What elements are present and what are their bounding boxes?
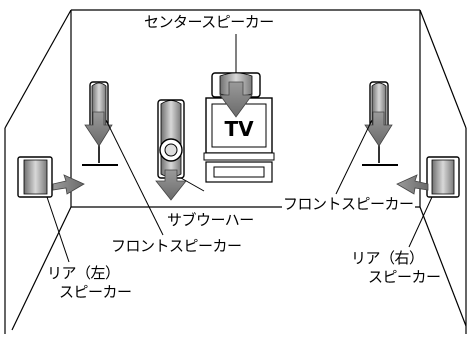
tv-label: TV bbox=[224, 117, 254, 141]
leader-front-right bbox=[335, 119, 373, 195]
rear-right-label-line1: リア（右） bbox=[350, 249, 425, 267]
rear-left-speaker bbox=[17, 156, 53, 198]
subwoofer bbox=[157, 99, 185, 179]
sound-direction-arrow-icon bbox=[52, 174, 85, 195]
ceiling-left-edge bbox=[4, 9, 72, 129]
front-right-speaker-label: フロントスピーカー bbox=[282, 195, 415, 213]
tv-base bbox=[203, 152, 275, 161]
sound-direction-arrow-icon bbox=[84, 111, 113, 147]
sound-direction-arrow-icon bbox=[219, 81, 253, 118]
rear-right-label-line2: スピーカー bbox=[367, 268, 442, 286]
room-outline bbox=[4, 9, 467, 334]
rear-left-label-line2: スピーカー bbox=[58, 283, 133, 301]
tv-stand-shelf bbox=[213, 166, 265, 178]
ceiling-right-edge bbox=[419, 9, 467, 129]
sound-direction-arrow-icon bbox=[155, 169, 187, 201]
sound-direction-arrow-icon bbox=[396, 174, 429, 195]
leader-rear-left bbox=[46, 196, 70, 263]
front-left-speaker-label: フロントスピーカー bbox=[110, 237, 243, 255]
subwoofer-label: サブウーハー bbox=[166, 211, 255, 229]
leader-front-left bbox=[105, 119, 164, 236]
floor-right-edge bbox=[419, 206, 467, 327]
leader-rear-right bbox=[408, 196, 433, 248]
rear-right-speaker bbox=[426, 156, 460, 198]
leader-subwoofer bbox=[180, 177, 205, 192]
center-speaker-label: センタースピーカー bbox=[143, 13, 275, 31]
leader-lines bbox=[46, 34, 433, 263]
floor-left-edge bbox=[11, 206, 72, 331]
sound-direction-arrow-icon bbox=[364, 111, 393, 147]
rear-left-label-line1: リア（左） bbox=[46, 264, 121, 282]
